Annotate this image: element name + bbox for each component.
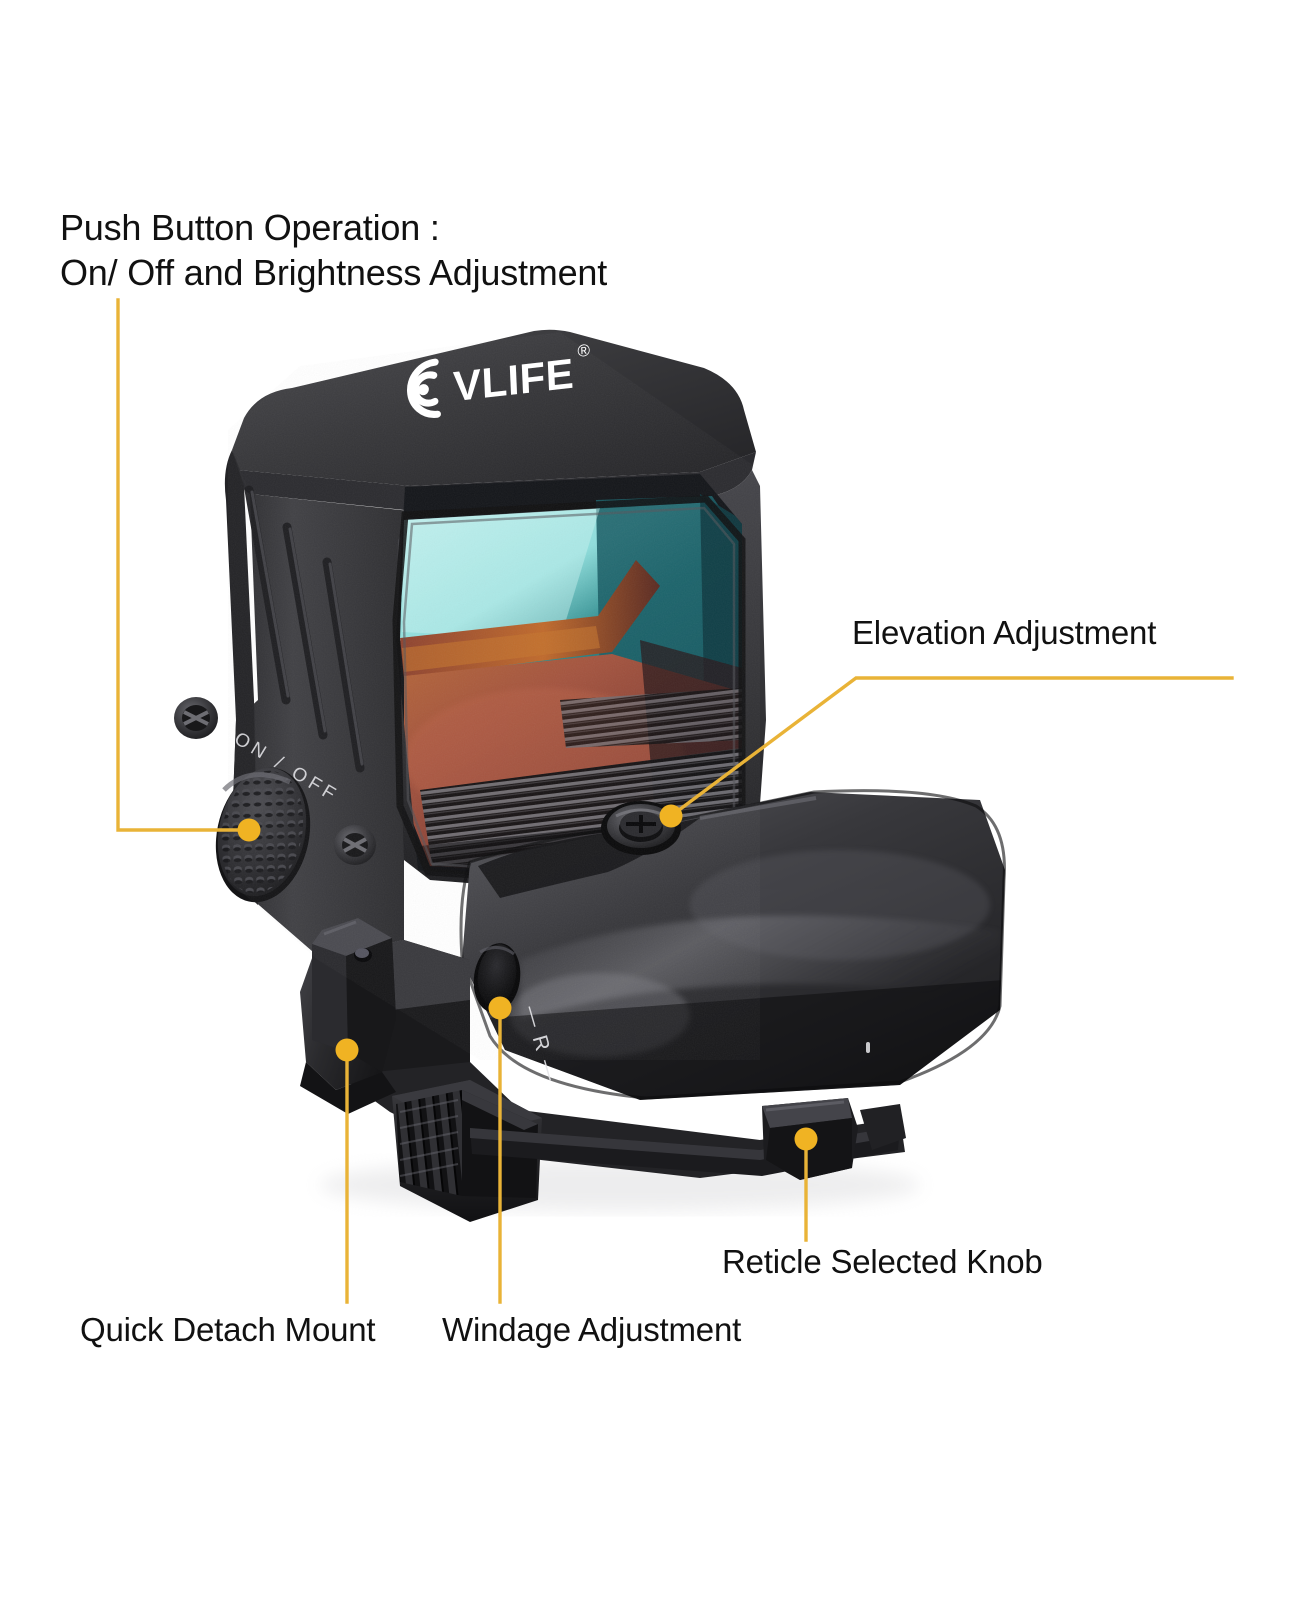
- callout-windage-adjustment: Windage Adjustment: [442, 1311, 742, 1348]
- leader-dots: [237, 804, 818, 1151]
- leader-push-button: [116, 298, 251, 832]
- callout-push-button-line1: Push Button Operation :: [60, 207, 440, 248]
- registered-mark: ®: [577, 341, 591, 361]
- callout-push-button-line2: On/ Off and Brightness Adjustment: [60, 252, 608, 293]
- callout-elevation-adjustment: Elevation Adjustment: [852, 614, 1157, 651]
- leader-lines: [116, 298, 1234, 1304]
- spiral-c-icon: [407, 358, 441, 418]
- leader-elevation: [668, 676, 1234, 819]
- callout-quick-detach-mount: Quick Detach Mount: [80, 1311, 376, 1348]
- dot-windage: [488, 996, 512, 1020]
- callout-reticle-selected-knob: Reticle Selected Knob: [722, 1243, 1043, 1280]
- dot-quick-detach: [335, 1038, 359, 1062]
- housing-screw-top: [174, 697, 218, 739]
- dot-elevation: [659, 804, 683, 828]
- callout-push-button-operation: Push Button Operation : On/ Off and Brig…: [60, 205, 607, 295]
- dot-push-button: [237, 818, 261, 842]
- rail-clamp: [392, 1080, 542, 1222]
- dot-reticle-knob: [794, 1127, 818, 1151]
